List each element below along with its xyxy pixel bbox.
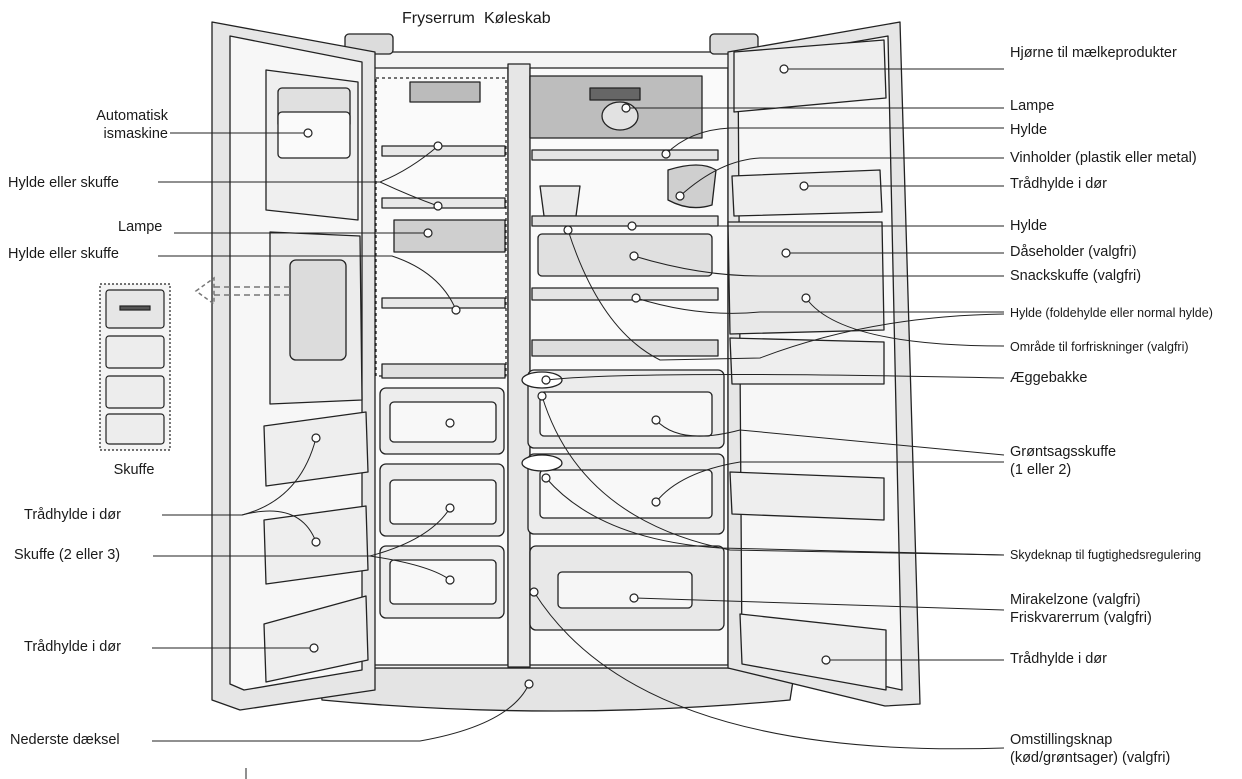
label-door-wire-shelf-right-2: Trådhylde i dør — [1010, 651, 1107, 668]
label-switch-knob-line1: Omstillingsknap — [1010, 732, 1112, 749]
right-door-bin-3 — [730, 338, 884, 384]
center-divider — [508, 64, 530, 667]
freezer-lamp-housing — [394, 220, 505, 252]
fridge-lamp-shape — [602, 102, 638, 130]
label-drawer-2-or-3: Skuffe (2 eller 3) — [14, 547, 120, 564]
label-lamp-right: Lampe — [1010, 98, 1054, 115]
label-refreshment-area: Område til forfriskninger (valgfri) — [1010, 339, 1189, 356]
label-shelf-fold: Hylde (foldehylde eller normal hylde) — [1010, 305, 1213, 322]
label-ice-maker-line2: ismaskine — [50, 126, 168, 143]
right-door-bin-4 — [730, 472, 884, 520]
label-snack-drawer: Snackskuffe (valgfri) — [1010, 268, 1141, 285]
label-vegetable-drawer-line2: (1 eller 2) — [1010, 462, 1071, 479]
drawer-inset-group — [100, 284, 170, 450]
label-drawer-inset: Skuffe — [104, 462, 164, 479]
snack-drawer-shape — [538, 234, 712, 276]
label-ice-maker-line1: Automatisk — [50, 108, 168, 125]
label-dairy-corner: Hjørne til mælkeprodukter — [1010, 45, 1177, 62]
bottom-cover-shape — [318, 668, 795, 711]
label-fresh-room: Friskvarerrum (valgfri) — [1010, 610, 1152, 627]
label-miracle-zone: Mirakelzone (valgfri) — [1010, 592, 1141, 609]
label-shelf-right-2: Hylde — [1010, 218, 1047, 235]
label-shelf-or-drawer-1: Hylde eller skuffe — [8, 175, 119, 192]
label-wine-holder: Vinholder (plastik eller metal) — [1010, 150, 1197, 167]
label-door-wire-shelf-left-1: Trådhylde i dør — [24, 507, 121, 524]
label-door-wire-shelf-right-1: Trådhylde i dør — [1010, 176, 1107, 193]
can-holder-shape — [540, 186, 580, 216]
label-shelf-or-drawer-2: Hylde eller skuffe — [8, 246, 119, 263]
label-shelf-right-1: Hylde — [1010, 122, 1047, 139]
label-egg-tray: Æggebakke — [1010, 370, 1087, 387]
freezer-title: Fryserrum — [402, 10, 475, 27]
humidity-slider-2 — [522, 455, 562, 471]
label-switch-knob-line2: (kød/grøntsager) (valgfri) — [1010, 750, 1170, 767]
fridge-title: Køleskab — [484, 10, 551, 27]
label-humidity-slider: Skydeknap til fugtighedsregulering — [1010, 547, 1201, 564]
label-door-wire-shelf-left-2: Trådhylde i dør — [24, 639, 121, 656]
right-door-bin-2 — [728, 222, 884, 334]
label-vegetable-drawer-line1: Grøntsagsskuffe — [1010, 444, 1116, 461]
label-can-holder: Dåseholder (valgfri) — [1010, 244, 1137, 261]
label-bottom-cover: Nederste dæksel — [10, 732, 120, 749]
right-door-bin-1 — [732, 170, 882, 216]
freezer-top-part — [410, 82, 480, 102]
label-lamp-left: Lampe — [118, 219, 162, 236]
